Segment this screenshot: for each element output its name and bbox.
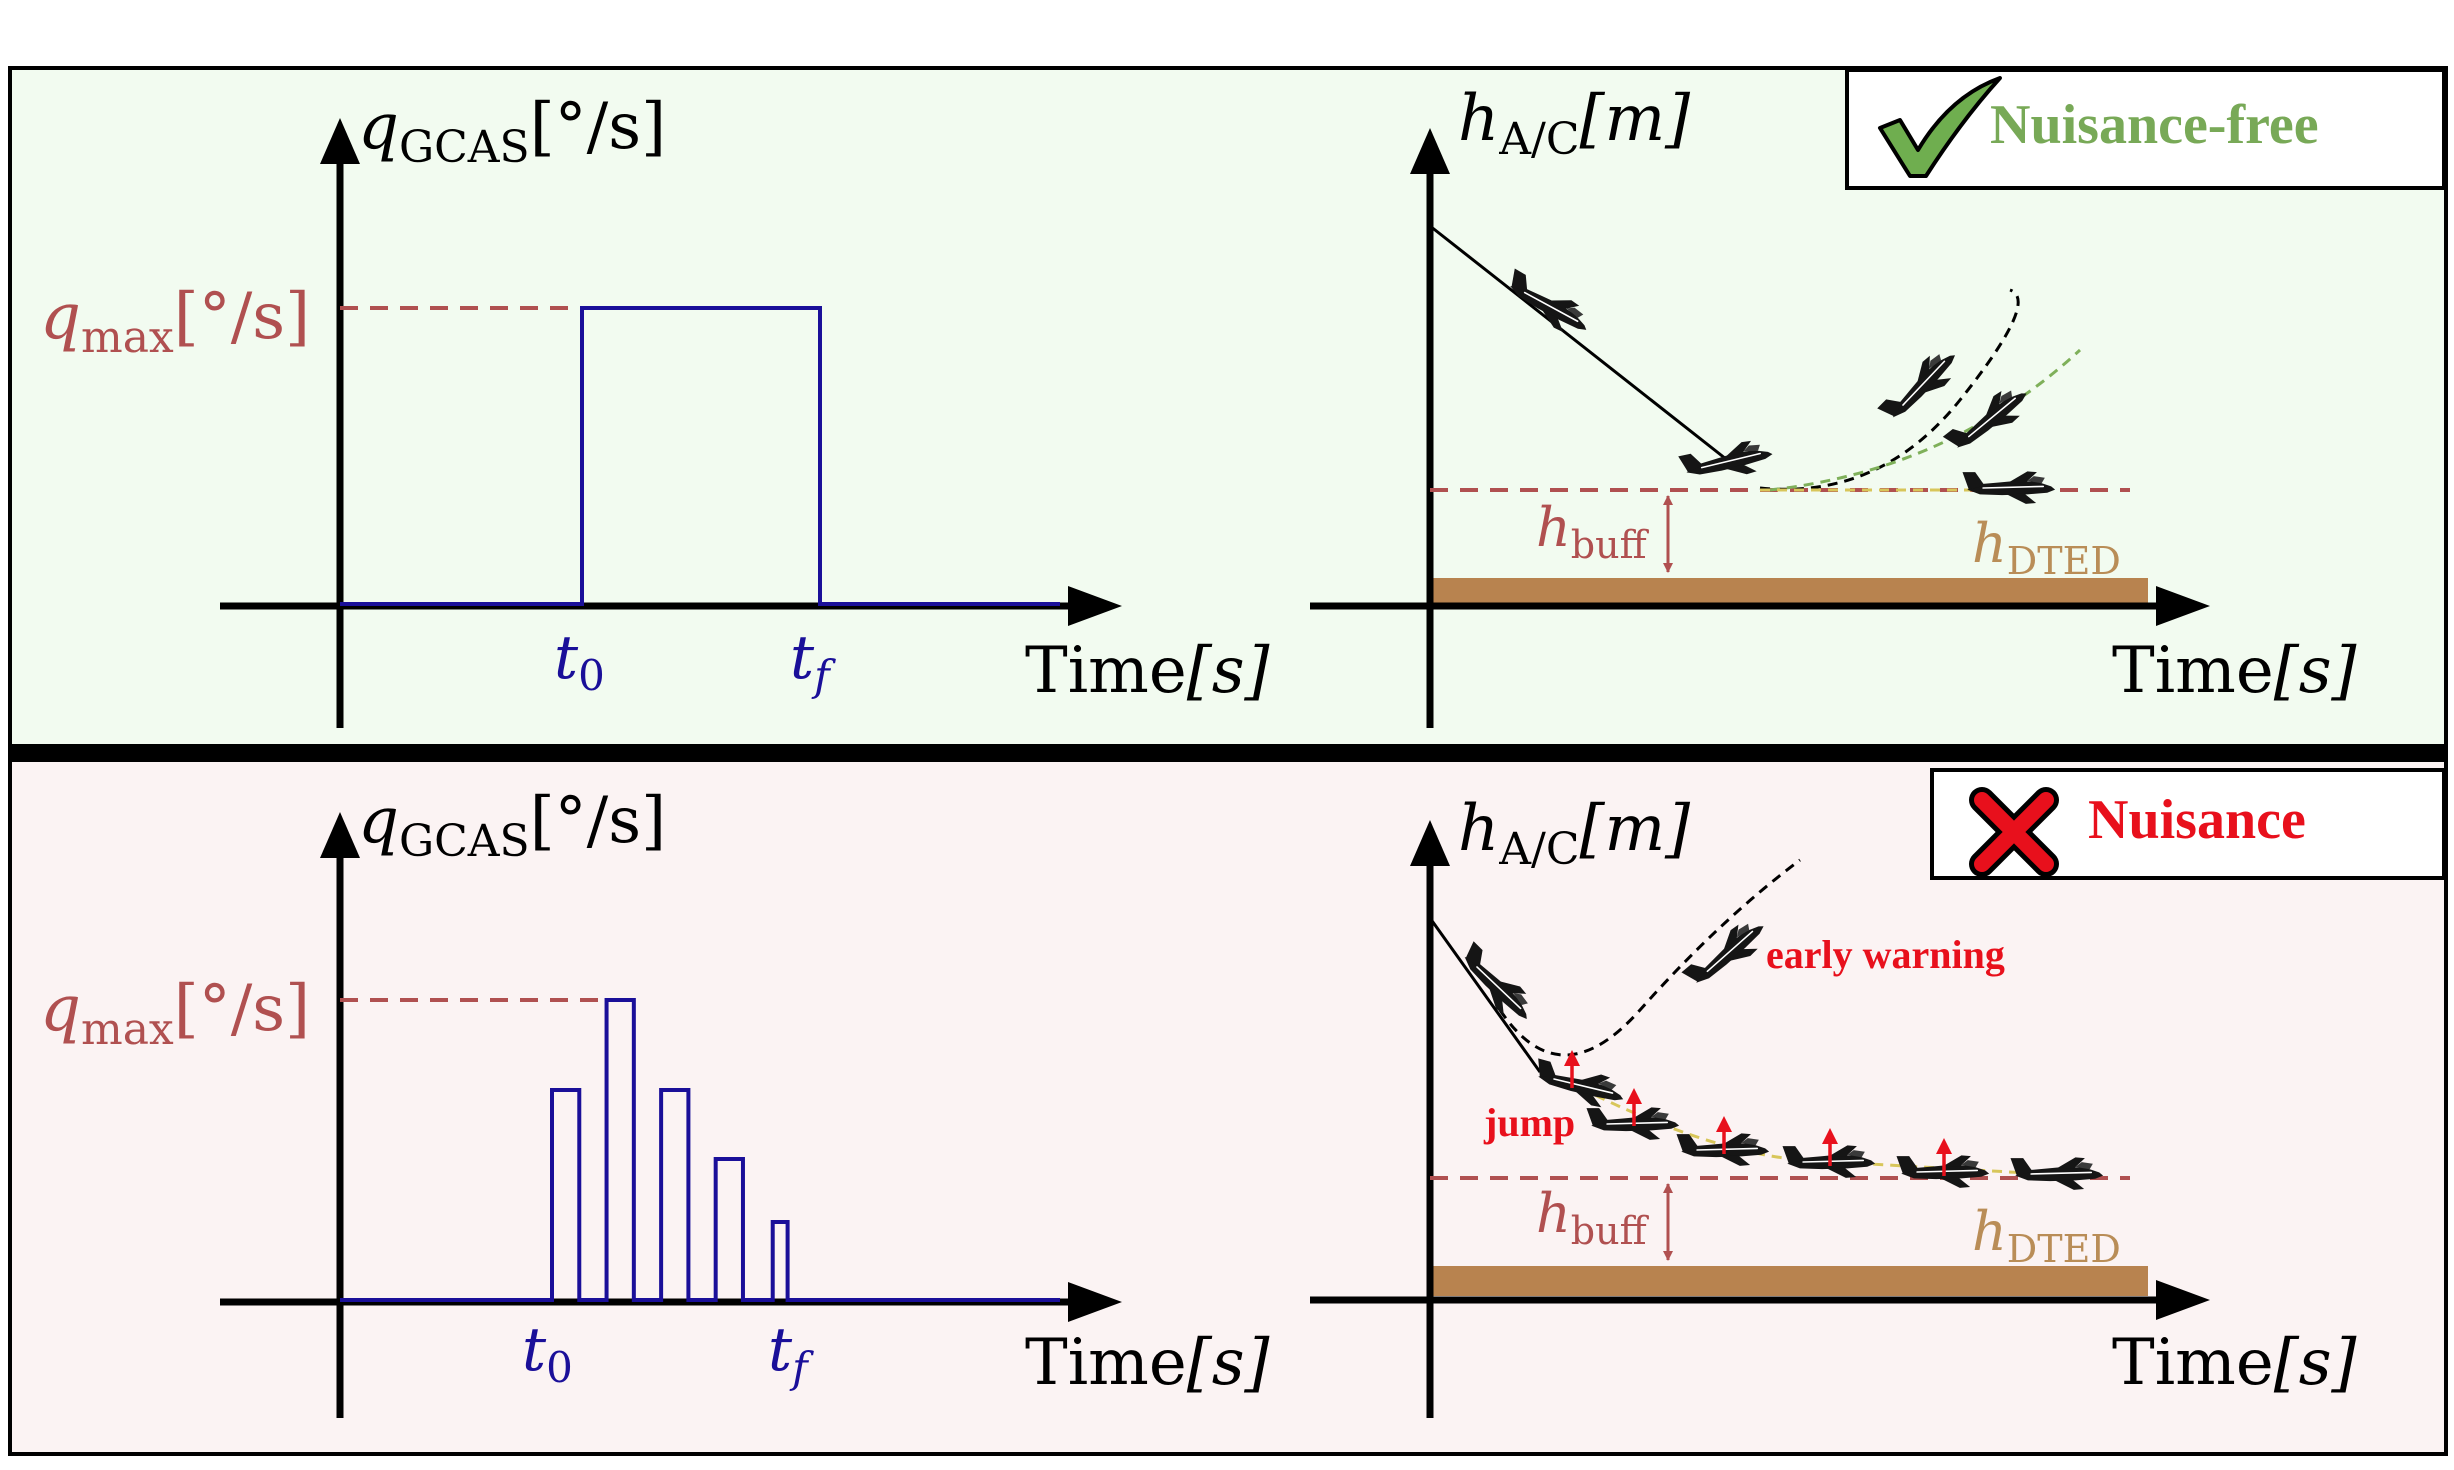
dive-trajectory: [1429, 224, 1741, 472]
panel-nuisance-free: qGCAS[°/s] qmax[°/s] t0 tf Time[s]: [8, 66, 2448, 748]
early-warning-annotation: early warning: [1766, 932, 2005, 977]
t0-label: t0: [522, 1315, 573, 1392]
terrain-bar: [1430, 1266, 2148, 1296]
hbuff-label: hbuff: [1536, 1182, 1650, 1253]
hdted-label: hDTED: [1972, 512, 2121, 583]
altitude-plot-bottom: hA/C[m] hbuff hDTED Time[s]: [1310, 792, 2358, 1418]
y-axis-arrowhead: [1410, 128, 1450, 174]
x-axis-arrowhead: [1068, 1282, 1122, 1322]
cross-icon: [1969, 787, 2059, 877]
qmax-label: qmax[°/s]: [40, 972, 310, 1055]
early-pullup-trajectory: [1498, 858, 1801, 1057]
nuisance-free-badge: Nuisance-free: [1845, 68, 2446, 190]
nuisance-badge: Nuisance: [1930, 768, 2446, 880]
t0-label: t0: [554, 623, 605, 700]
qmax-label: qmax[°/s]: [40, 280, 310, 363]
time-axis-label: Time[s]: [1025, 634, 1271, 708]
hdted-label: hDTED: [1972, 1200, 2121, 1271]
y-axis-label: hA/C[m]: [1458, 82, 1691, 165]
qgcas-signal: [340, 306, 1060, 606]
check-icon: [1878, 76, 2002, 178]
panel-divider: [8, 746, 2448, 760]
qgcas-plot-top: qGCAS[°/s] qmax[°/s] t0 tf Time[s]: [40, 90, 1271, 728]
nominal-pullup-trajectory: [1769, 348, 2082, 492]
altitude-plot-top: hA/C[m] hbuff hDTED Time[s]: [1310, 82, 2358, 728]
panel-nuisance: qGCAS[°/s] qmax[°/s] t0 tf Time[s]: [8, 758, 2448, 1456]
y-axis-label: qGCAS[°/s]: [358, 784, 666, 867]
y-axis-arrowhead: [320, 118, 360, 164]
q-unit: [°/s]: [530, 90, 666, 164]
hbuff-label: hbuff: [1536, 496, 1650, 567]
y-axis-arrowhead: [1410, 820, 1450, 866]
y-axis-arrowhead: [320, 812, 360, 858]
q-symbol: q: [358, 90, 399, 164]
x-axis-arrowhead: [1068, 586, 1122, 626]
x-axis-arrowhead: [2156, 1280, 2210, 1320]
badge-label: Nuisance-free: [1990, 94, 2319, 156]
x-axis-arrowhead: [2156, 586, 2210, 626]
time-axis-label: Time[s]: [1025, 1326, 1271, 1400]
qgcas-signal: [340, 998, 1060, 1302]
y-axis-label: qGCAS[°/s]: [358, 90, 666, 173]
dive-trajectory: [1428, 917, 1542, 1073]
jump-annotation: jump: [1483, 1100, 1575, 1145]
qgcas-plot-bottom: qGCAS[°/s] qmax[°/s] t0 tf Time[s]: [40, 784, 1271, 1418]
q-subscript: GCAS: [399, 122, 530, 173]
y-axis-label: hA/C[m]: [1458, 792, 1691, 875]
time-axis-label: Time[s]: [2112, 634, 2358, 708]
time-axis-label: Time[s]: [2112, 1326, 2358, 1400]
badge-label: Nuisance: [2088, 789, 2306, 851]
level-flight-trajectory: [1564, 1078, 2081, 1178]
